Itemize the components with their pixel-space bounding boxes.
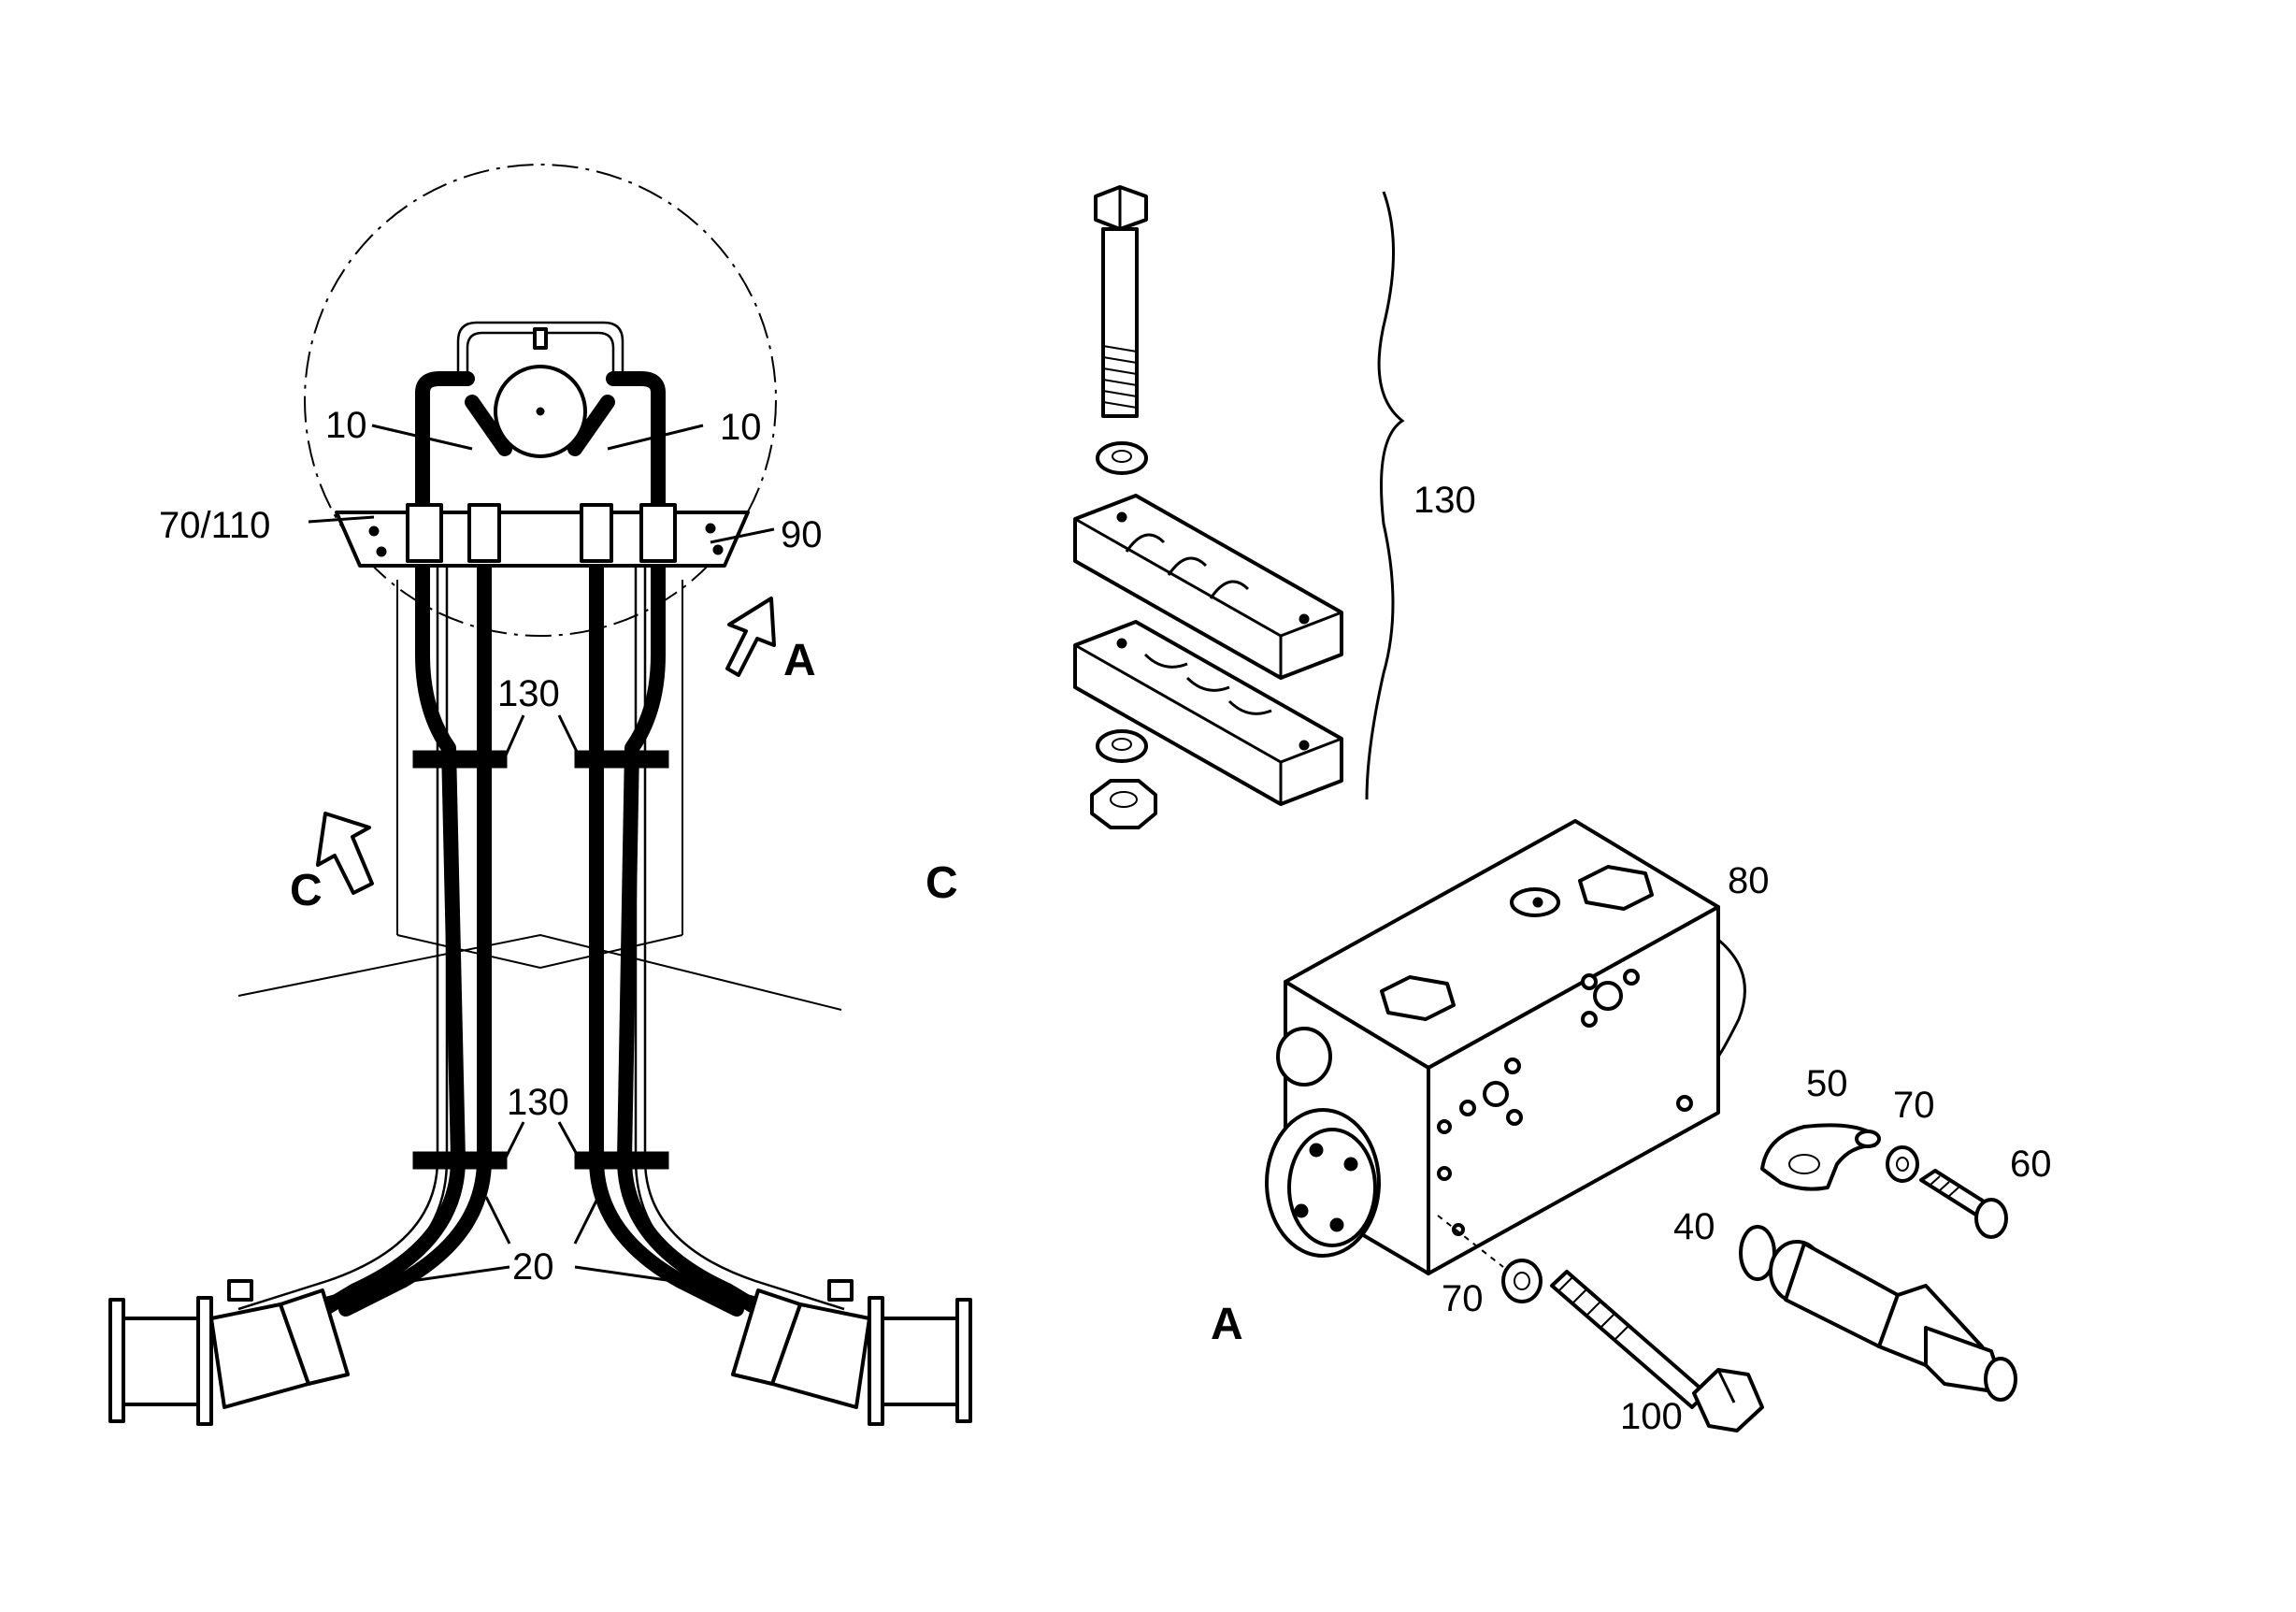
detail-circle xyxy=(304,164,777,637)
callout-hoses-lower: 20 xyxy=(512,1246,554,1288)
view-a-valve-block: A xyxy=(1211,819,2052,1437)
right-pipe-fitting xyxy=(731,1279,972,1426)
view-letter-a: A xyxy=(783,636,816,685)
callout-bracket-left: 70/110 xyxy=(159,505,270,546)
callout-valve-block: 80 xyxy=(1728,860,1770,901)
hex-bolt xyxy=(1094,185,1148,418)
washer-lower xyxy=(1096,729,1148,763)
callout-clamp-lower: 130 xyxy=(507,1082,569,1123)
pipe-stub xyxy=(1769,1240,2017,1402)
callout-washer-large: 70 xyxy=(1442,1278,1484,1319)
accumulator xyxy=(494,327,587,458)
clamp-half-upper xyxy=(1073,494,1343,680)
callout-washer-small: 70 xyxy=(1893,1085,1935,1126)
washer-large xyxy=(1501,1259,1543,1303)
callout-flange-half: 50 xyxy=(1806,1063,1848,1104)
washer-upper xyxy=(1096,441,1148,475)
valve-block xyxy=(1265,819,1746,1275)
view-c-title: C xyxy=(926,858,958,908)
leader-lines xyxy=(308,424,775,1283)
upper-clamps xyxy=(412,750,669,769)
view-arrow-a xyxy=(725,597,776,677)
screw-small xyxy=(1919,1169,2008,1239)
hex-nut xyxy=(1090,779,1157,829)
hose-routing-assembly: 10 10 70/110 90 130 130 20 A C xyxy=(108,164,972,1426)
lower-clamps xyxy=(412,1151,669,1170)
view-a-title: A xyxy=(1211,1300,1243,1349)
view-letter-c: C xyxy=(290,866,323,915)
callout-clamp-set: 130 xyxy=(1413,480,1476,521)
callout-hose-right: 10 xyxy=(720,407,762,448)
clamp-half-lower xyxy=(1073,620,1343,806)
frame-outline xyxy=(237,580,842,1011)
callout-clamp-upper: 130 xyxy=(497,673,560,714)
callout-o-ring: 40 xyxy=(1673,1206,1715,1247)
bolt-long xyxy=(1550,1270,1764,1432)
callout-bolt-long: 100 xyxy=(1620,1396,1683,1437)
left-pipe-fitting xyxy=(108,1279,350,1426)
callout-screw-small: 60 xyxy=(2010,1144,2052,1185)
washer-small xyxy=(1886,1145,1919,1183)
clamp-set-brace xyxy=(1365,191,1405,800)
flange-half xyxy=(1760,1123,1881,1191)
callout-hose-left: 10 xyxy=(325,405,367,446)
view-c-clamp-set: C xyxy=(926,185,1476,908)
view-arrow-c xyxy=(316,812,374,895)
mounting-bracket xyxy=(335,503,750,568)
callout-bracket-right: 90 xyxy=(781,514,823,555)
